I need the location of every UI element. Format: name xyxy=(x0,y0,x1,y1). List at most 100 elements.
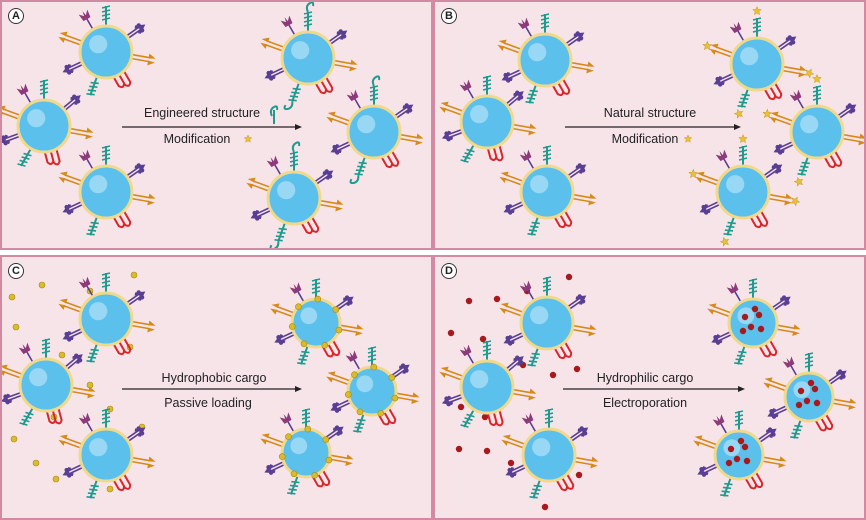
process-arrow xyxy=(122,124,302,130)
engineered-hook-icon xyxy=(269,105,279,124)
teal-receptor-icon xyxy=(367,346,377,367)
transmembrane-protein-icon xyxy=(111,472,132,492)
hydrophobic-cargo-icon xyxy=(370,363,378,371)
teal-receptor-icon xyxy=(86,479,99,499)
orange-receptor-icon xyxy=(58,31,83,46)
orange-receptor-icon xyxy=(574,456,599,469)
purple-receptor-icon xyxy=(827,369,847,386)
teal-receptor-icon xyxy=(86,76,99,96)
transmembrane-protein-icon xyxy=(320,338,341,358)
purple-receptor-icon xyxy=(441,128,464,142)
plum-receptor-icon xyxy=(459,344,475,365)
transmembrane-protein-icon xyxy=(550,77,571,97)
teal-receptor-icon xyxy=(460,144,475,163)
star-mod-icon xyxy=(733,108,744,119)
teal-receptor-icon xyxy=(527,347,540,367)
plum-receptor-icon xyxy=(521,412,537,433)
hydrophilic-cargo-icon xyxy=(811,385,819,393)
teal-receptor-icon xyxy=(101,5,111,26)
hydrophilic-cargo-icon xyxy=(803,397,811,405)
teal-receptor-icon xyxy=(542,145,552,166)
panel-d-badge: D xyxy=(441,263,457,279)
hydrophobic-cargo-icon xyxy=(356,408,364,416)
plum-receptor-icon xyxy=(16,83,32,104)
teal-receptor-icon xyxy=(738,133,748,166)
star-mod-icon xyxy=(702,40,713,51)
purple-receptor-icon xyxy=(503,331,525,346)
teal-receptor-icon xyxy=(101,408,111,429)
panel-b-diagram xyxy=(439,5,864,247)
hydrophobic-cargo-icon xyxy=(304,425,312,433)
hydrophobic-cargo-icon xyxy=(32,459,40,467)
transmembrane-protein-icon xyxy=(813,412,834,432)
exosome-vesicle xyxy=(693,410,787,497)
purple-receptor-icon xyxy=(62,327,84,342)
orange-receptor-icon xyxy=(707,303,732,318)
hydrophilic-cargo-icon xyxy=(813,399,821,407)
orange-receptor-icon xyxy=(270,303,295,318)
plum-receptor-icon xyxy=(78,149,94,170)
panel-b: B Natural structure Modification xyxy=(433,0,866,250)
purple-receptor-icon xyxy=(330,399,352,413)
purple-receptor-icon xyxy=(2,132,21,146)
orange-receptor-icon xyxy=(2,105,21,120)
teal-receptor-icon xyxy=(349,156,367,185)
purple-receptor-icon xyxy=(501,68,523,83)
exosome-vesicle xyxy=(763,352,857,439)
purple-receptor-icon xyxy=(776,35,797,51)
purple-receptor-icon xyxy=(313,169,334,185)
teal-receptor-icon xyxy=(720,477,733,497)
plum-receptor-icon xyxy=(729,21,745,42)
purple-receptor-icon xyxy=(767,405,789,419)
teal-receptor-icon xyxy=(790,419,803,439)
orange-receptor-icon xyxy=(71,386,96,399)
hydrophilic-cargo-icon xyxy=(747,323,755,331)
plum-receptor-icon xyxy=(289,282,305,303)
teal-receptor-icon xyxy=(303,2,315,32)
orange-receptor-icon xyxy=(693,435,718,450)
teal-receptor-icon xyxy=(297,345,310,365)
teal-receptor-icon xyxy=(301,408,311,429)
panel-b-label-top: Natural structure xyxy=(603,106,697,120)
hydrophobic-cargo-icon xyxy=(377,410,385,417)
orange-receptor-icon xyxy=(58,171,83,186)
exosome-vesicle xyxy=(260,2,358,111)
purple-receptor-icon xyxy=(274,331,296,345)
star-mod-icon xyxy=(688,168,699,179)
hydrophilic-cargo-icon xyxy=(741,443,749,451)
plum-receptor-icon xyxy=(78,412,94,433)
transmembrane-protein-icon xyxy=(111,209,132,229)
hydrophobic-cargo-icon xyxy=(332,306,340,313)
panel-b-badge: B xyxy=(441,8,457,24)
hydrophobic-cargo-icon xyxy=(322,436,330,443)
teal-receptor-icon xyxy=(17,148,32,167)
transmembrane-protein-icon xyxy=(554,472,575,492)
transmembrane-protein-icon xyxy=(486,143,504,162)
hydrophilic-cargo-icon xyxy=(737,437,745,445)
hydrophilic-cargo-icon xyxy=(725,459,733,467)
transmembrane-protein-icon xyxy=(486,408,504,427)
transmembrane-protein-icon xyxy=(822,149,843,169)
exosome-vesicle xyxy=(260,408,354,495)
purple-receptor-icon xyxy=(2,391,23,405)
hydrophilic-cargo-icon xyxy=(755,311,763,319)
orange-receptor-icon xyxy=(131,320,156,333)
orange-receptor-icon xyxy=(69,127,94,140)
teal-receptor-icon xyxy=(542,276,552,297)
hydrophobic-cargo-icon xyxy=(300,340,308,348)
orange-receptor-icon xyxy=(131,456,156,469)
purple-receptor-icon xyxy=(330,140,352,155)
hydrophilic-cargo-icon xyxy=(575,471,583,479)
hydrophilic-cargo-icon xyxy=(733,455,741,463)
orange-receptor-icon xyxy=(499,171,524,186)
exosome-vesicle xyxy=(58,5,156,96)
teal-receptor-icon xyxy=(525,84,538,104)
transmembrane-protein-icon xyxy=(762,81,783,101)
plum-receptor-icon xyxy=(519,149,535,170)
orange-receptor-icon xyxy=(58,298,83,313)
hydrophobic-cargo-icon xyxy=(8,293,16,301)
star-mod-icon xyxy=(793,176,804,187)
hydrophilic-cargo-icon xyxy=(739,327,747,335)
hydrophilic-cargo-icon xyxy=(797,387,805,395)
teal-receptor-icon xyxy=(733,88,750,119)
